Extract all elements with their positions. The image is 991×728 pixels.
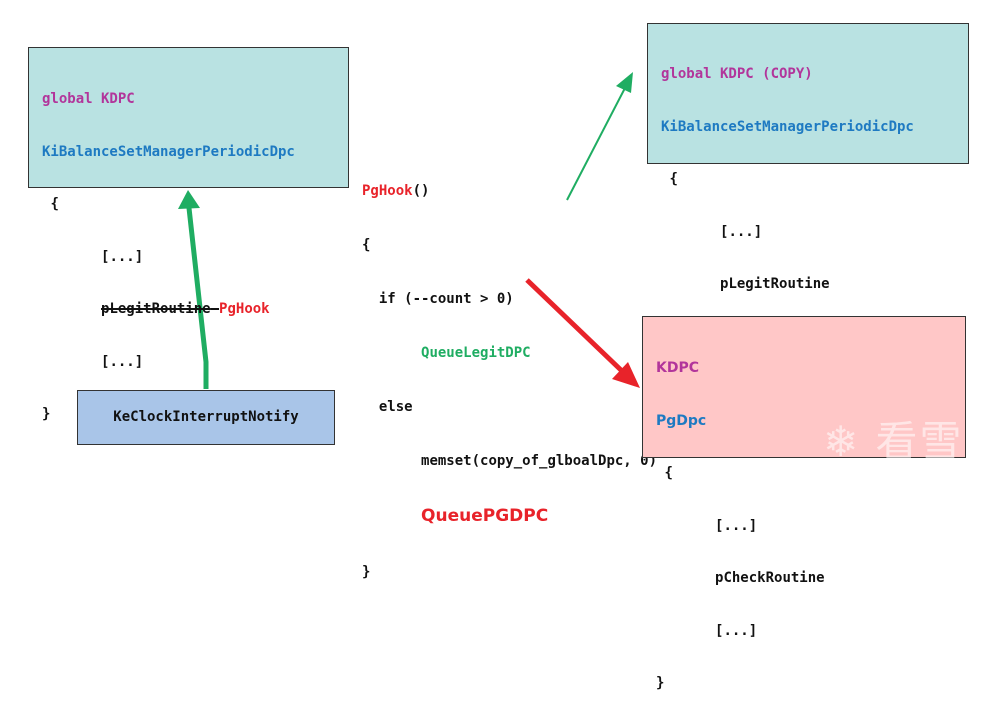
- global-dpc-close-brace: }: [42, 406, 51, 422]
- pg-dpc-line3: [...]: [715, 622, 758, 639]
- pg-dpc-line1: [...]: [715, 517, 758, 534]
- memset-call: memset(copy_of_glboalDpc, 0): [421, 453, 658, 469]
- copy-dpc-open-brace: {: [669, 171, 678, 187]
- copy-dpc-line1: [...]: [720, 223, 763, 240]
- queue-pg-arrowhead: [612, 362, 640, 388]
- clock-interrupt-label: KeClockInterruptNotify: [113, 408, 299, 425]
- pghook-close-brace: }: [362, 564, 371, 580]
- global-dpc-type-label: global KDPC: [42, 91, 135, 107]
- pghook-replacement: PgHook: [219, 301, 270, 317]
- clock-to-global-dpc-arrow: [186, 207, 209, 389]
- queue-legit-arrowhead: [616, 72, 633, 93]
- copy-dpc-name: KiBalanceSetManagerPeriodicDpc: [661, 118, 914, 135]
- pghook-func-name: PgHook: [362, 183, 413, 199]
- pghook-else-line: else: [362, 399, 413, 415]
- copy-dpc-type-label: global KDPC (COPY): [661, 66, 813, 82]
- global-dpc-name: KiBalanceSetManagerPeriodicDpc: [42, 143, 295, 160]
- arrows-layer: [178, 72, 640, 389]
- queue-legit-arrow: [566, 87, 626, 201]
- pg-dpc-name: PgDpc: [656, 412, 707, 429]
- clock-interrupt-box: KeClockInterruptNotify: [77, 390, 335, 445]
- queue-legit-dpc-call: QueueLegitDPC: [421, 345, 531, 361]
- copy-dpc-box: global KDPC (COPY) KiBalanceSetManagerPe…: [647, 23, 969, 397]
- pghook-open-brace: {: [362, 237, 371, 253]
- struck-legit-routine: pLegitRoutine: [101, 301, 211, 317]
- pg-dpc-routine: pCheckRoutine: [715, 570, 825, 586]
- pghook-code: PgHook() { if (--count > 0) QueueLegitDP…: [362, 146, 657, 599]
- clock-to-global-dpc-arrowhead: [178, 190, 200, 209]
- global-dpc-line1: [...]: [101, 248, 144, 265]
- queue-pg-arrow: [525, 278, 625, 374]
- pg-dpc-box: KDPC PgDpc { [...] pCheckRoutine [...] }: [642, 316, 966, 691]
- pghook-func-parens: (): [412, 183, 430, 199]
- global-dpc-box: global KDPC KiBalanceSetManagerPeriodicD…: [28, 47, 349, 422]
- pg-dpc-type-label: KDPC: [656, 360, 700, 376]
- queue-pg-dpc-call: QueuePGDPC: [421, 506, 549, 526]
- watermark-logo: ❄ 看雪: [823, 417, 964, 466]
- global-dpc-open-brace: {: [50, 196, 59, 212]
- copy-dpc-routine: pLegitRoutine: [720, 276, 830, 292]
- global-dpc-line3: [...]: [101, 353, 144, 370]
- pghook-if-line: if (--count > 0): [362, 291, 514, 307]
- pg-dpc-open-brace: {: [664, 465, 673, 481]
- pg-dpc-close-brace: }: [656, 675, 665, 691]
